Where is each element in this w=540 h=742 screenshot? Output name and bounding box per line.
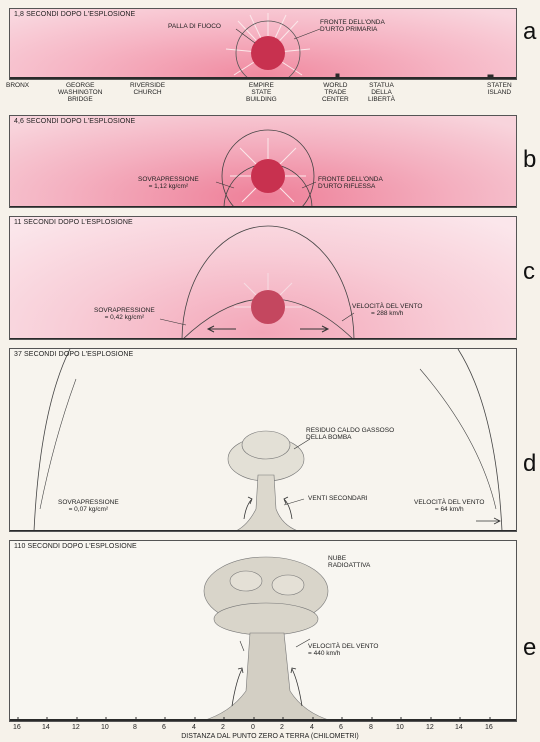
axis-tick: 6 [339, 724, 343, 731]
landmark-empire-state: EMPIRE STATE BUILDING [246, 82, 277, 103]
landmark-riverside-church: RIVERSIDE CHURCH [130, 82, 166, 96]
reflected-front-label: FRONTE DELL'ONDA D'URTO RIFLESSA [318, 176, 383, 190]
landmark-staten-island: STATEN ISLAND [487, 82, 512, 96]
shock-front [181, 225, 355, 339]
panel-letter-c: c [523, 258, 535, 285]
landmark-bronx: BRONX [6, 82, 30, 89]
secondary-winds-label: VENTI SECONDARI [308, 495, 368, 502]
panel-d-graphic [10, 349, 516, 531]
axis-tick: 2 [280, 724, 284, 731]
panel-a: 1,8 SECONDI DOPO L'ESPLOSIONE PALLA DI F… [9, 8, 517, 80]
axis-tick: 10 [101, 724, 109, 731]
panel-letter-a: a [523, 18, 537, 45]
axis-tick: 16 [13, 724, 21, 731]
axis-tick: 0 [251, 724, 255, 731]
landmark-wtc: WORLD TRADE CENTER [322, 82, 349, 103]
fireball-label: PALLA DI FUOCO [168, 23, 221, 30]
overpressure-label: SOVRAPRESSIONE = 0,42 kg/cm² [94, 307, 155, 321]
axis-tick: 4 [192, 724, 196, 731]
wind-speed-label: VELOCITÀ DEL VENTO = 64 km/h [414, 499, 485, 513]
panel-title: 4,6 SECONDI DOPO L'ESPLOSIONE [14, 118, 136, 125]
panel-b: 4,6 SECONDI DOPO L'ESPLOSIONE SOVRAPRESS… [9, 115, 517, 208]
panel-b-graphic [10, 129, 516, 207]
overpressure-label: SOVRAPRESSIONE = 1,12 kg/cm² [138, 176, 199, 190]
wind-speed-label: VELOCITÀ DEL VENTO = 440 km/h [308, 643, 379, 657]
panel-e: 110 SECONDI DOPO L'ESPLOSIONE NUBE RADIO… [9, 540, 517, 722]
fireball [251, 290, 285, 324]
panel-letter-b: b [523, 146, 537, 173]
panel-c-graphic [10, 225, 516, 339]
mushroom-cap [203, 556, 329, 636]
panel-title: 1,8 SECONDI DOPO L'ESPLOSIONE [14, 11, 136, 18]
axis-tick: 8 [369, 724, 373, 731]
axis-title: DISTANZA DAL PUNTO ZERO A TERRA (CHILOME… [181, 733, 359, 740]
panel-e-graphic [10, 556, 516, 721]
axis-tick: 14 [455, 724, 463, 731]
panel-title: 110 SECONDI DOPO L'ESPLOSIONE [14, 543, 137, 550]
axis-tick: 2 [221, 724, 225, 731]
shock-front-left [33, 349, 71, 531]
overpressure-label: SOVRAPRESSIONE = 0,07 kg/cm² [58, 499, 119, 513]
axis-tick: 10 [396, 724, 404, 731]
axis-tick: 12 [426, 724, 434, 731]
axis-tick: 4 [310, 724, 314, 731]
axis-tick: 6 [162, 724, 166, 731]
bomb-residue-label: RESIDUO CALDO GASSOSO DELLA BOMBA [306, 427, 395, 441]
panel-c: 11 SECONDI DOPO L'ESPLOSIONE SOVRAPRESSI… [9, 216, 517, 340]
mushroom-stem [235, 474, 299, 531]
shock-front [235, 20, 301, 79]
fireball [251, 159, 285, 193]
panel-a-graphic [10, 13, 516, 79]
mushroom-stem [201, 632, 333, 721]
landmark-statue-liberty: STATUA DELLA LIBERTÀ [368, 82, 395, 103]
shock-front-label: FRONTE DELL'ONDA D'URTO PRIMARIA [320, 19, 385, 33]
axis-tick: 8 [133, 724, 137, 731]
panel-d: 37 SECONDI DOPO L'ESPLOSIONE RESIDUO CAL… [9, 348, 517, 532]
panel-title: 37 SECONDI DOPO L'ESPLOSIONE [14, 351, 134, 358]
shock-front-right [457, 349, 503, 531]
panel-title: 11 SECONDI DOPO L'ESPLOSIONE [14, 219, 133, 226]
panel-letter-d: d [523, 450, 537, 477]
wind-speed-label: VELOCITÀ DEL VENTO = 288 km/h [352, 303, 423, 317]
mushroom-cap [227, 430, 305, 482]
panel-letter-e: e [523, 634, 537, 661]
landmark-gw-bridge: GEORGE WASHINGTON BRIDGE [58, 82, 103, 103]
axis-tick: 16 [485, 724, 493, 731]
shock-front [221, 129, 315, 207]
radioactive-cloud-label: NUBE RADIOATTIVA [328, 555, 371, 569]
axis-tick: 12 [72, 724, 80, 731]
fireball [251, 36, 285, 70]
axis-tick: 14 [42, 724, 50, 731]
